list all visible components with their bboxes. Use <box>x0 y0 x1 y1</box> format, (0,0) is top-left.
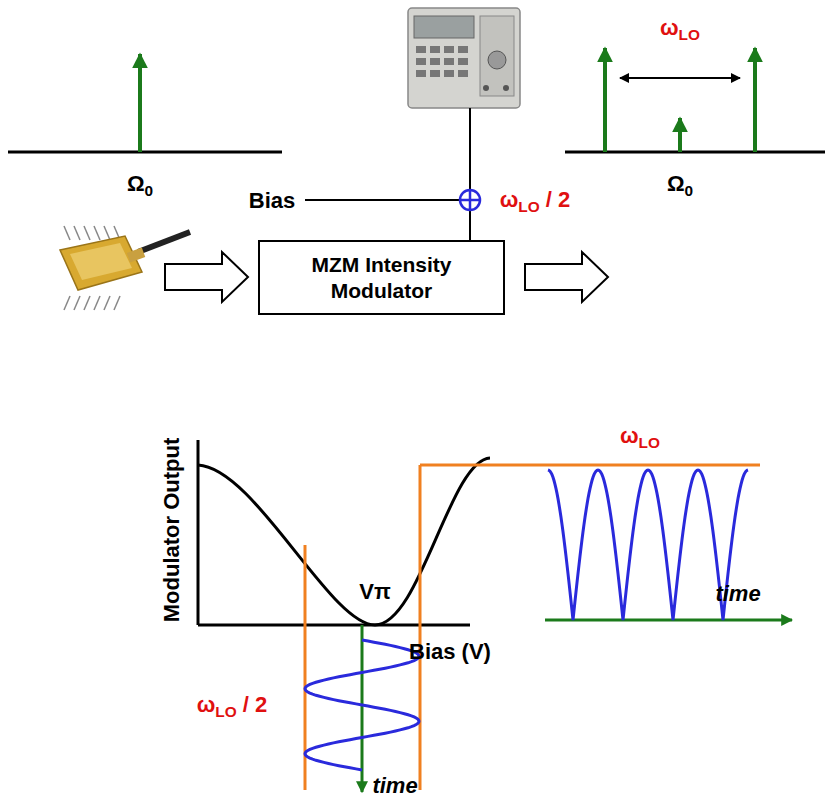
transfer-function-chart <box>198 440 792 792</box>
input-spectrum <box>8 54 282 152</box>
frequency-label: Ω0 <box>667 172 693 200</box>
bias-label: Bias <box>249 189 295 213</box>
axis-title: Bias (V) <box>409 640 491 664</box>
time-axis-label: time <box>372 774 417 798</box>
null-point-label: Vπ <box>359 580 391 604</box>
frequency-spacing: ωLO <box>660 16 700 44</box>
drive-frequency: ωLO / 2 <box>197 693 268 721</box>
frequency-label: Ω0 <box>127 172 153 200</box>
modulator-box: MZM Intensity Modulator <box>258 240 505 315</box>
time-axis-label: time <box>715 582 760 606</box>
node-text: MZM Intensity Modulator <box>260 246 503 308</box>
signal-generator <box>408 8 520 108</box>
axis-title: Modulator Output <box>160 438 184 623</box>
drive-frequency: ωLO / 2 <box>500 188 571 216</box>
adder-symbol <box>460 190 480 210</box>
rf-wiring <box>305 108 470 240</box>
output-spectrum <box>565 48 825 152</box>
output-frequency: ωLO <box>620 424 660 452</box>
